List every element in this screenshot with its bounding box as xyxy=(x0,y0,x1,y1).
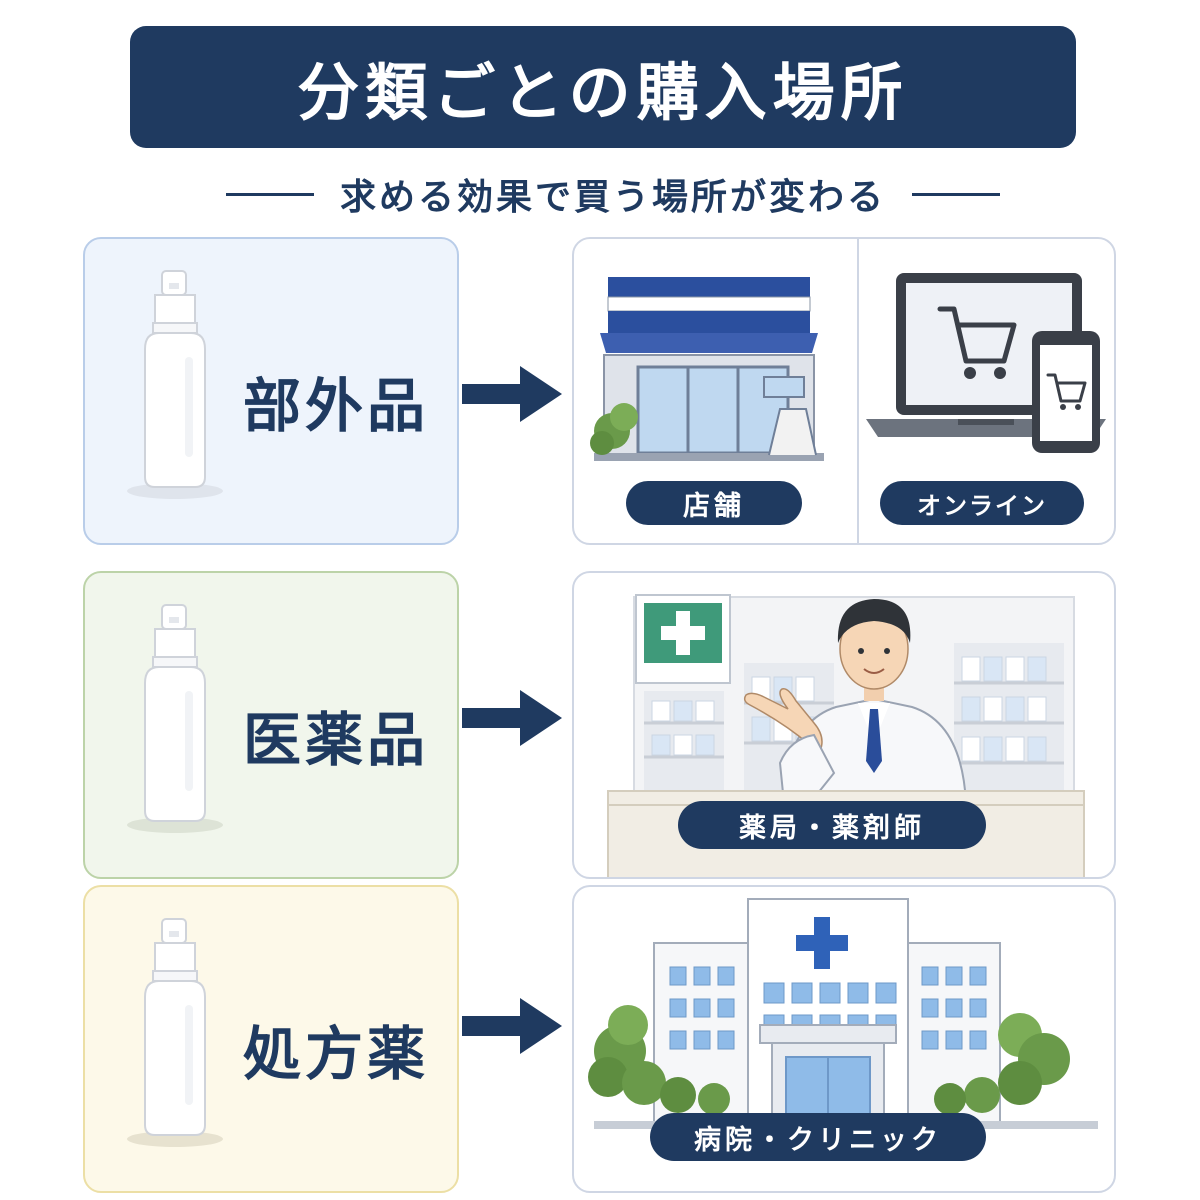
pharmacist-icon xyxy=(743,599,968,804)
place-label-online: オンライン xyxy=(880,481,1084,525)
pharmacy-cross-icon xyxy=(635,594,731,684)
hospital-icon xyxy=(588,898,1098,1129)
place-label-hospital: 病院・クリニック xyxy=(650,1113,986,1161)
arrow-right-icon xyxy=(462,366,562,422)
place-label-store: 店舗 xyxy=(626,481,802,525)
subtitle-row: 求める効果で買う場所が変わる xyxy=(160,166,1066,222)
category-card-prescription: 処方薬 xyxy=(83,885,459,1193)
subtitle-line-right xyxy=(912,192,1000,196)
place-card-store-online: 店舗 オンライン xyxy=(572,237,1116,545)
card-divider xyxy=(857,239,859,543)
spray-bottle-icon xyxy=(127,604,223,833)
arrow-right-icon xyxy=(462,998,562,1054)
category-label: 医薬品 xyxy=(243,706,430,774)
category-label: 処方薬 xyxy=(243,1020,430,1088)
subtitle-line-left xyxy=(225,192,314,196)
convenience-store-icon xyxy=(590,277,824,461)
page-title: 分類ごとの購入場所 xyxy=(297,56,909,129)
category-card-otc-drug: 医薬品 xyxy=(83,571,459,879)
place-card-hospital: 病院・クリニック xyxy=(572,885,1116,1193)
spray-bottle-icon xyxy=(127,270,223,499)
pharmacy-scene xyxy=(607,594,1085,877)
place-label-pharmacy: 薬局・薬剤師 xyxy=(678,801,986,849)
category-card-quasi-drug: 部外品 xyxy=(83,237,459,545)
place-card-pharmacy: 薬局・薬剤師 xyxy=(572,571,1116,879)
title-banner: 分類ごとの購入場所 xyxy=(130,26,1076,148)
medicine-shelves xyxy=(644,643,1064,793)
arrow-right-icon xyxy=(462,690,562,746)
tree-left xyxy=(588,1005,730,1115)
category-label: 部外品 xyxy=(243,372,430,440)
tree-right xyxy=(934,1013,1070,1115)
smartphone-cart-icon xyxy=(1032,331,1100,453)
spray-bottle-icon xyxy=(127,918,223,1147)
subtitle: 求める効果で買う場所が変わる xyxy=(339,177,886,218)
